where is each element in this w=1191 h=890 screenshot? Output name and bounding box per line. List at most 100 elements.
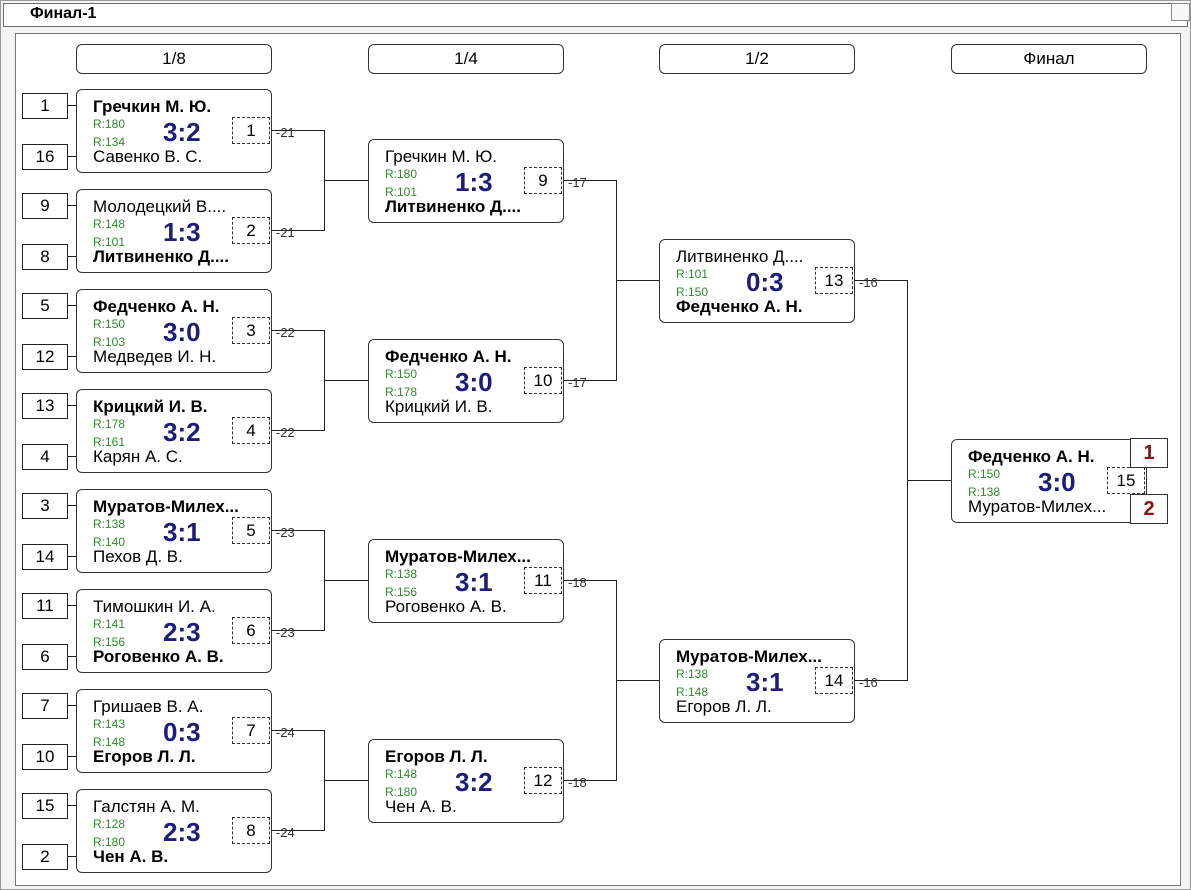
seed-connector [67,605,77,606]
player-top: Гречкин М. Ю. [93,97,212,116]
seed-connector [67,405,77,406]
match-number: 13 [815,267,853,294]
match-number: 7 [232,717,270,744]
rating-bottom: R:101 [93,235,126,249]
bracket-line [271,630,324,631]
match-number: 8 [232,817,270,844]
rating-bottom: R:178 [385,385,418,399]
scroll-button[interactable] [1171,3,1190,21]
seed-connector [67,456,77,457]
loser-destination: -16 [859,275,878,290]
loser-destination: -18 [568,775,587,790]
loser-destination: -22 [276,325,295,340]
rating-bottom: R:138 [968,485,1001,499]
match-number: 10 [524,367,562,394]
match-score: 2:3 [163,817,201,847]
rating-top: R:138 [385,567,418,581]
bracket-line [271,430,324,431]
player-top: Тимошкин И. А. [93,597,216,616]
seed-connector [67,756,77,757]
match-score: 3:0 [455,367,493,397]
player-top: Муратов-Милех... [676,647,822,666]
loser-destination: -17 [568,175,587,190]
seed-connector [67,305,77,306]
player-bottom: Медведев И. Н. [93,347,217,366]
rating-bottom: R:134 [93,135,126,149]
rating-top: R:178 [93,417,126,431]
match-score: 0:3 [163,717,201,747]
seed-box: 3 [22,493,68,519]
loser-destination: -24 [276,725,295,740]
player-bottom: Федченко А. Н. [676,297,803,316]
loser-destination: -18 [568,575,587,590]
rating-bottom: R:148 [676,685,709,699]
seed-box: 1 [22,93,68,119]
match-score: 3:1 [455,567,493,597]
rating-top: R:138 [676,667,709,681]
player-bottom: Роговенко А. В. [93,647,224,666]
rating-top: R:148 [93,217,126,231]
bracket-line [271,230,324,231]
bracket-line [563,580,616,581]
round-header: Финал [951,44,1147,74]
player-top: Галстян А. М. [93,797,200,816]
bracket-line [324,580,368,581]
player-bottom: Карян А. С. [93,447,183,466]
match-score: 0:3 [746,267,784,297]
rating-bottom: R:148 [93,735,126,749]
seed-connector [67,656,77,657]
player-top: Крицкий И. В. [93,397,208,416]
match-number: 9 [524,167,562,194]
player-bottom: Савенко В. С. [93,147,203,166]
bracket-line [854,680,907,681]
match-number: 4 [232,417,270,444]
match-number: 6 [232,617,270,644]
rating-top: R:148 [385,767,418,781]
player-top: Гришаев В. А. [93,697,204,716]
bracket-line [271,730,324,731]
match-number: 1 [232,117,270,144]
loser-destination: -24 [276,825,295,840]
player-bottom: Егоров Л. Л. [676,697,772,716]
bracket-line [616,280,659,281]
match-score: 3:2 [163,117,201,147]
bracket-line [907,480,951,481]
match-number: 2 [232,217,270,244]
bracket-line [324,180,368,181]
bracket-line [563,180,616,181]
loser-destination: -21 [276,225,295,240]
match-number: 14 [815,667,853,694]
rating-top: R:180 [385,167,418,181]
bracket-line [563,380,616,381]
loser-destination: -22 [276,425,295,440]
player-bottom: Пехов Д. В. [93,547,183,566]
match-number: 15 [1107,467,1145,494]
rating-bottom: R:161 [93,435,126,449]
seed-connector [67,505,77,506]
match-score: 3:2 [455,767,493,797]
player-bottom: Чен А. В. [93,847,169,866]
player-bottom: Литвиненко Д.... [385,197,521,216]
player-bottom: Крицкий И. В. [385,397,493,416]
rating-bottom: R:101 [385,185,418,199]
bracket-line [271,530,324,531]
seed-connector [67,705,77,706]
rating-top: R:138 [93,517,126,531]
seed-box: 4 [22,444,68,470]
player-top: Муратов-Милех... [93,497,239,516]
